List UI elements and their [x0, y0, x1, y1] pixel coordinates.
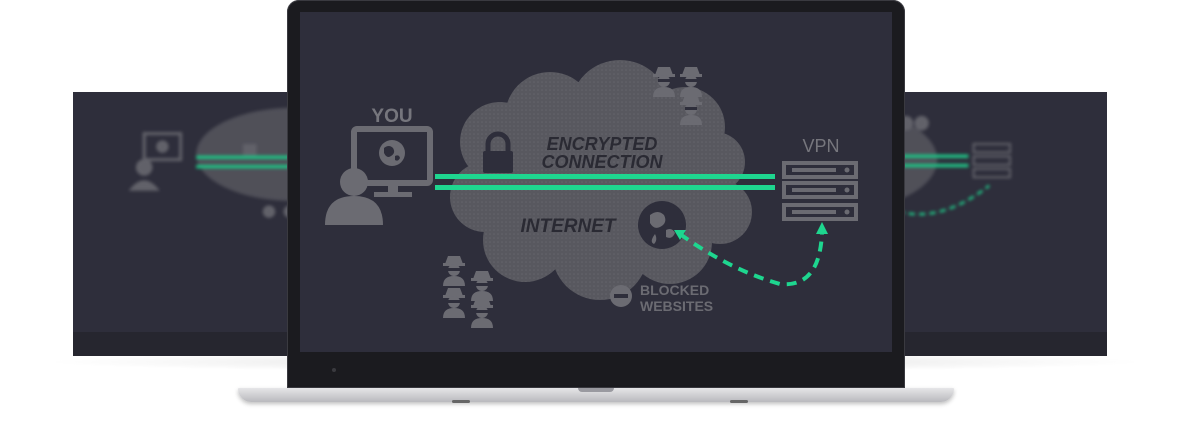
laptop-base	[238, 388, 954, 402]
hacker-icon	[471, 298, 493, 328]
vpn-diagram: YOU ENCRYPTED CONNECTION	[325, 60, 858, 328]
camera-dot	[332, 368, 336, 372]
laptop-notch	[578, 388, 614, 392]
laptop-screen: YOU ENCRYPTED CONNECTION	[300, 12, 892, 352]
hacker-icon	[471, 271, 493, 301]
lock-icon	[483, 131, 513, 173]
hacker-icon	[443, 256, 465, 286]
background-screen-right	[878, 92, 1107, 356]
vpn-label: VPN	[802, 136, 839, 156]
no-entry-icon	[610, 285, 632, 307]
monitor-icon	[351, 126, 433, 197]
laptop-foot	[730, 400, 748, 403]
hacker-icon	[680, 67, 702, 97]
internet-cloud	[450, 60, 752, 300]
user-icon	[325, 168, 383, 225]
hacker-icon	[443, 288, 465, 318]
connection-label: CONNECTION	[542, 152, 664, 172]
websites-label: WEBSITES	[640, 298, 713, 314]
you-label: YOU	[371, 106, 412, 127]
redirect-arrow	[674, 222, 828, 287]
taskbar	[73, 332, 313, 356]
server-icon	[782, 161, 858, 221]
encrypted-label: ENCRYPTED	[547, 134, 658, 154]
taskbar	[878, 332, 1107, 356]
laptop-foot	[452, 400, 470, 403]
background-screen-left	[73, 92, 313, 356]
blocked-label: BLOCKED	[640, 282, 709, 298]
internet-label: INTERNET	[521, 216, 617, 237]
globe-icon	[638, 201, 686, 249]
blurred-diagram-left	[113, 92, 313, 229]
encrypted-tunnel	[435, 174, 775, 190]
